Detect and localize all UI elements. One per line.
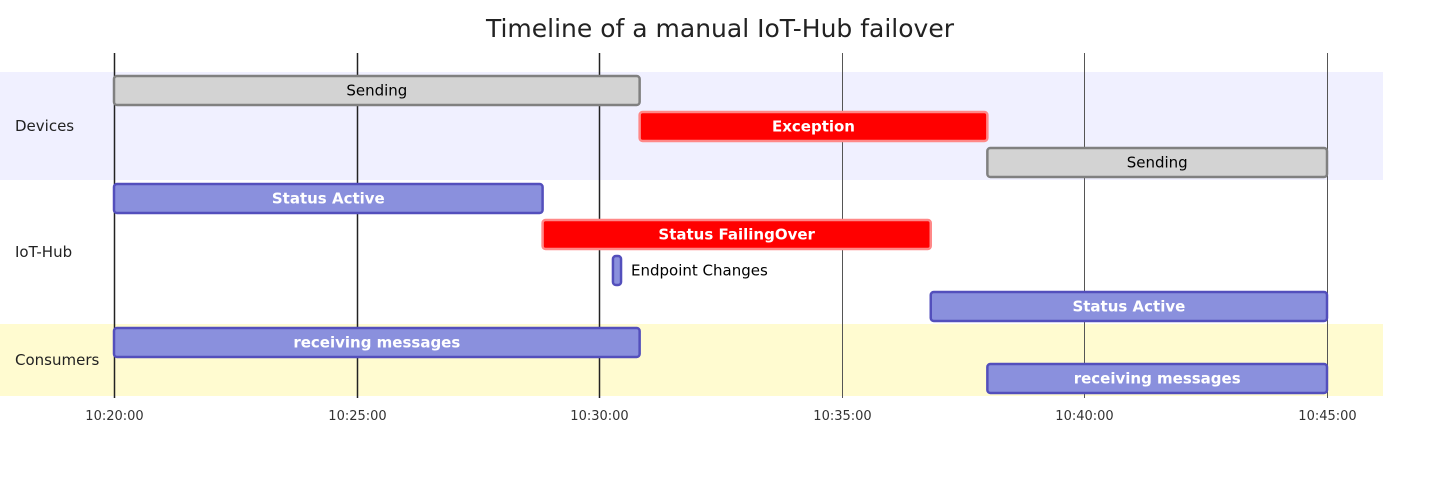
task-bar [541, 218, 933, 251]
task-bar [986, 362, 1329, 395]
task-label: Exception [772, 118, 855, 136]
task-bar [112, 182, 544, 215]
task-label: Sending [1127, 154, 1188, 172]
task-bar [638, 110, 989, 143]
task-bar [112, 326, 641, 359]
chart-title: Timeline of a manual IoT-Hub failover [485, 14, 955, 43]
task-label: Status Active [1072, 298, 1185, 316]
x-tick-label: 10:30:00 [570, 409, 628, 424]
x-tick-label: 10:20:00 [85, 409, 143, 424]
task-label: Sending [346, 82, 407, 100]
task-bar [112, 74, 641, 107]
section-label: Consumers [15, 351, 99, 369]
section-label: Devices [15, 117, 74, 135]
task-label: Endpoint Changes [631, 262, 768, 280]
x-tick-label: 10:35:00 [813, 409, 871, 424]
section-label: IoT-Hub [15, 243, 72, 261]
task-bar [611, 254, 623, 287]
time-axis: 10:20:00 10:25:00 10:30:00 10:35:00 10:40:00… [85, 409, 1356, 424]
task-bar [986, 146, 1329, 179]
task-label: receiving messages [293, 334, 460, 352]
task-bar [929, 290, 1329, 323]
x-tick-label: 10:45:00 [1298, 409, 1356, 424]
x-tick-label: 10:40:00 [1055, 409, 1113, 424]
task-label: receiving messages [1074, 370, 1241, 388]
task-label: Status FailingOver [658, 226, 815, 244]
task-label: Status Active [272, 190, 385, 208]
x-tick-label: 10:25:00 [328, 409, 386, 424]
